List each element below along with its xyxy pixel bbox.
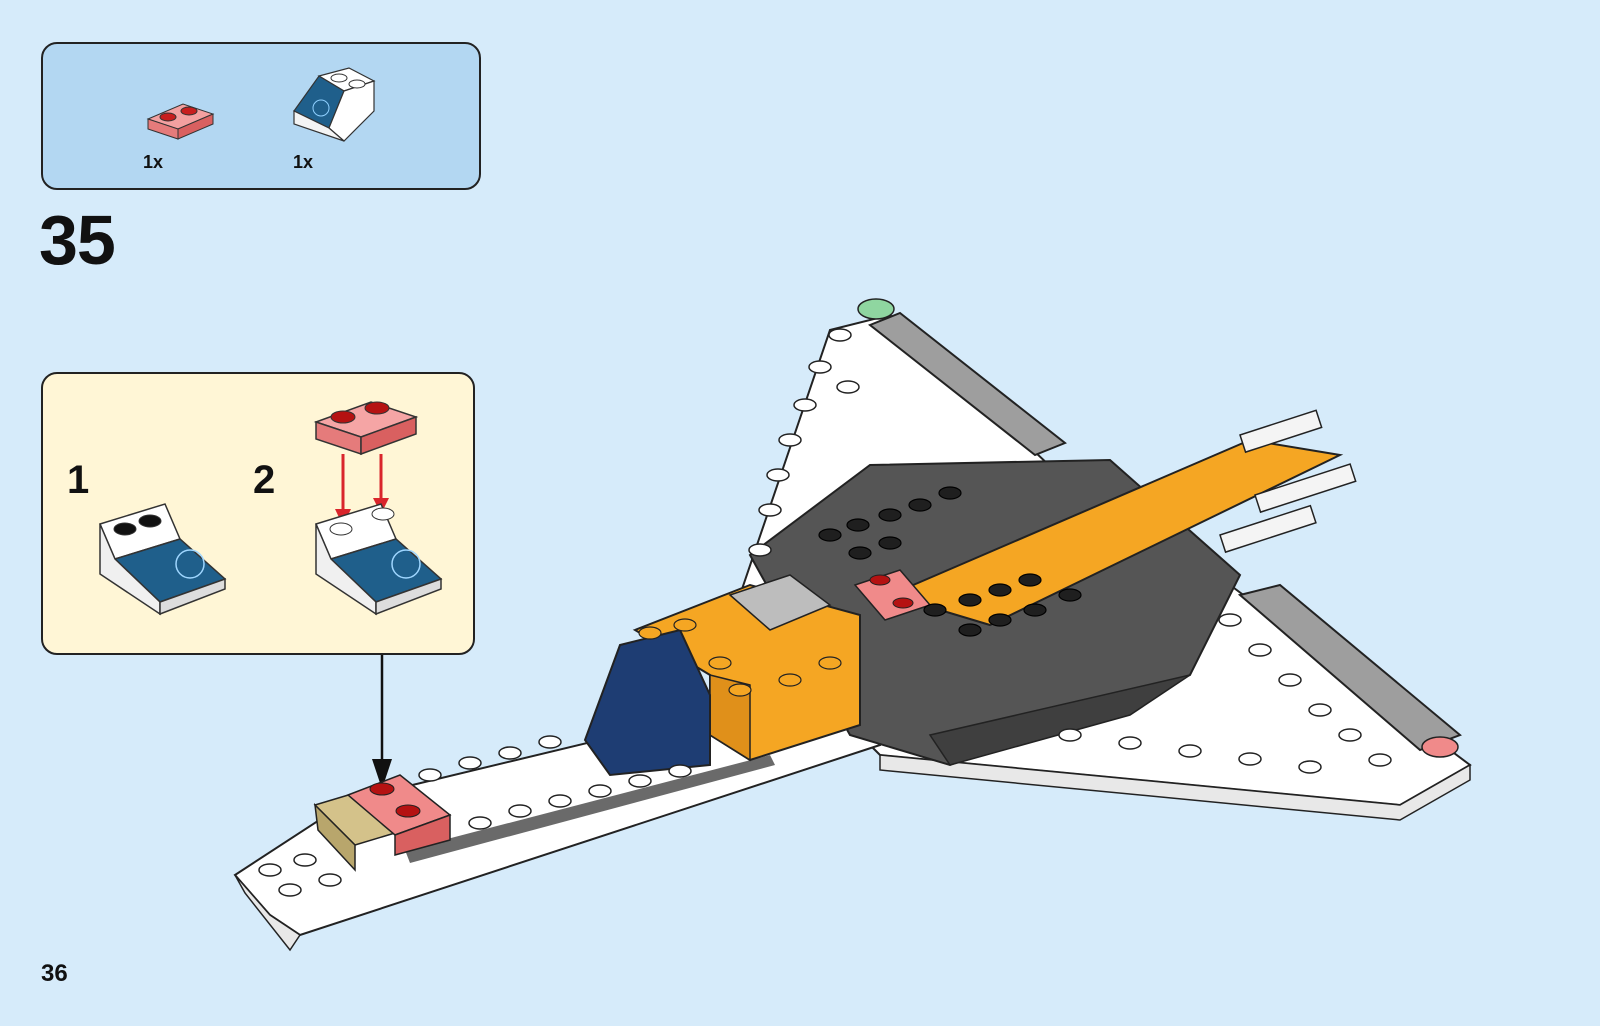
page-number: 36 (41, 960, 68, 988)
part-quantity: 1x (293, 152, 313, 173)
radar-slope-brick-icon (95, 494, 235, 619)
part-quantity: 1x (143, 152, 163, 173)
trans-red-plate-part-icon (143, 99, 223, 144)
jet-model (230, 295, 1510, 955)
step-number: 35 (39, 205, 115, 275)
parts-list-box: 1x 1x (41, 42, 481, 190)
substep-number: 1 (67, 460, 89, 500)
radar-slope-part-icon (289, 66, 379, 146)
